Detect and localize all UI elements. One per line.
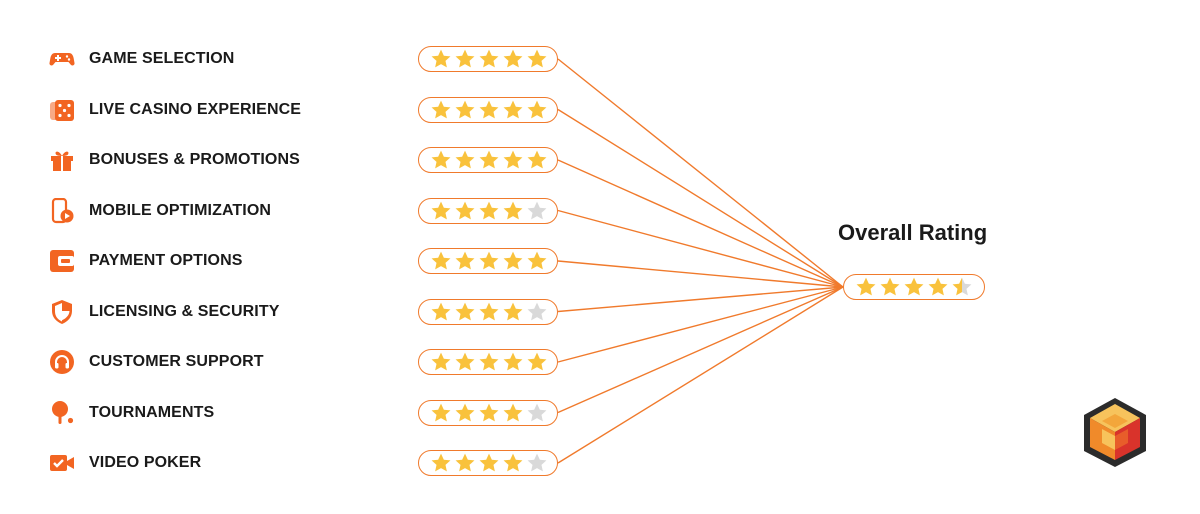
connector-line-mobile-optimization xyxy=(557,209,844,288)
star-icon xyxy=(431,150,451,169)
star-icon xyxy=(455,201,475,219)
connector-line-bonuses-and-promotions xyxy=(557,159,844,288)
connector-line-live-casino-experience xyxy=(557,108,844,288)
gamepad-icon xyxy=(49,53,75,66)
star-icon xyxy=(455,100,475,118)
star-icon xyxy=(527,302,547,320)
star-icon xyxy=(479,201,499,219)
star-icon xyxy=(880,277,900,296)
connector-line-customer-support xyxy=(557,286,844,363)
star-icon xyxy=(503,352,523,371)
star-icon xyxy=(503,251,523,270)
star-icon xyxy=(455,352,475,371)
star-icon xyxy=(479,150,499,169)
star-icon xyxy=(431,403,451,421)
connector-line-game-selection xyxy=(557,58,844,288)
star-icon xyxy=(527,403,547,421)
star-icon xyxy=(503,100,523,118)
star-icon xyxy=(455,251,475,270)
category-label-live-casino-experience: LIVE CASINO EXPERIENCE xyxy=(89,100,302,118)
star-icon xyxy=(479,352,499,371)
video-check-icon xyxy=(50,455,74,471)
star-icon xyxy=(431,453,451,472)
star-icon xyxy=(527,100,547,118)
category-label-customer-support: CUSTOMER SUPPORT xyxy=(89,353,264,370)
category-label-payment-options: PAYMENT OPTIONS xyxy=(89,252,243,269)
star-icon xyxy=(431,100,451,118)
star-icon xyxy=(479,49,499,68)
rating-stars-game-selection xyxy=(418,46,558,72)
headset-icon xyxy=(50,350,74,374)
rating-stars-mobile-optimization xyxy=(418,197,558,224)
overall-rating-title: Overall Rating xyxy=(838,220,988,245)
star-icon xyxy=(431,201,451,219)
star-icon xyxy=(503,49,523,68)
star-icon xyxy=(431,302,451,320)
star-icon xyxy=(479,251,499,270)
category-label-video-poker: VIDEO POKER xyxy=(89,454,202,471)
star-icon xyxy=(527,251,547,270)
rating-stars-tournaments xyxy=(418,399,558,426)
dice-icon xyxy=(50,99,74,121)
star-icon xyxy=(856,277,876,296)
category-label-licensing-and-security: LICENSING & SECURITY xyxy=(89,302,280,320)
gift-icon xyxy=(51,151,73,171)
rating-stars-licensing-and-security xyxy=(418,298,558,325)
star-icon xyxy=(503,453,523,472)
star-icon xyxy=(455,403,475,421)
star-icon xyxy=(455,453,475,472)
star-icon xyxy=(479,100,499,118)
star-icon xyxy=(527,453,547,472)
star-icon xyxy=(455,49,475,68)
star-icon xyxy=(527,201,547,219)
category-label-bonuses-and-promotions: BONUSES & PROMOTIONS xyxy=(89,151,300,168)
wallet-icon xyxy=(50,250,74,272)
star-icon xyxy=(479,403,499,421)
rating-stars-payment-options xyxy=(418,248,558,274)
rating-stars-customer-support xyxy=(418,349,558,375)
connector-line-payment-options xyxy=(557,260,844,288)
rating-stars-video-poker xyxy=(418,450,558,476)
star-icon xyxy=(503,302,523,320)
star-icon xyxy=(479,453,499,472)
star-icon xyxy=(952,277,972,296)
star-icon xyxy=(527,49,547,68)
star-icon xyxy=(431,352,451,371)
cube-logo-icon xyxy=(1084,398,1146,467)
star-icon xyxy=(527,352,547,371)
star-icon xyxy=(455,150,475,169)
overall-rating-stars xyxy=(843,274,985,300)
category-label-tournaments: TOURNAMENTS xyxy=(89,403,215,421)
star-icon xyxy=(479,302,499,320)
connector-line-video-poker xyxy=(557,286,844,464)
star-icon xyxy=(503,403,523,421)
star-icon xyxy=(455,302,475,320)
category-label-mobile-optimization: MOBILE OPTIMIZATION xyxy=(89,201,272,219)
mobile-play-icon xyxy=(51,197,74,223)
connector-line-licensing-and-security xyxy=(557,286,844,313)
category-label-game-selection: GAME SELECTION xyxy=(89,50,235,67)
star-icon xyxy=(503,150,523,169)
star-icon xyxy=(527,150,547,169)
star-icon xyxy=(928,277,948,296)
star-icon xyxy=(503,201,523,219)
star-icon xyxy=(904,277,924,296)
connector-line-tournaments xyxy=(557,286,844,414)
ping-pong-icon xyxy=(52,400,74,424)
shield-icon xyxy=(52,299,72,324)
rating-stars-bonuses-and-promotions xyxy=(418,147,558,173)
rating-stars-live-casino-experience xyxy=(418,96,558,123)
star-icon xyxy=(431,49,451,68)
star-icon xyxy=(431,251,451,270)
